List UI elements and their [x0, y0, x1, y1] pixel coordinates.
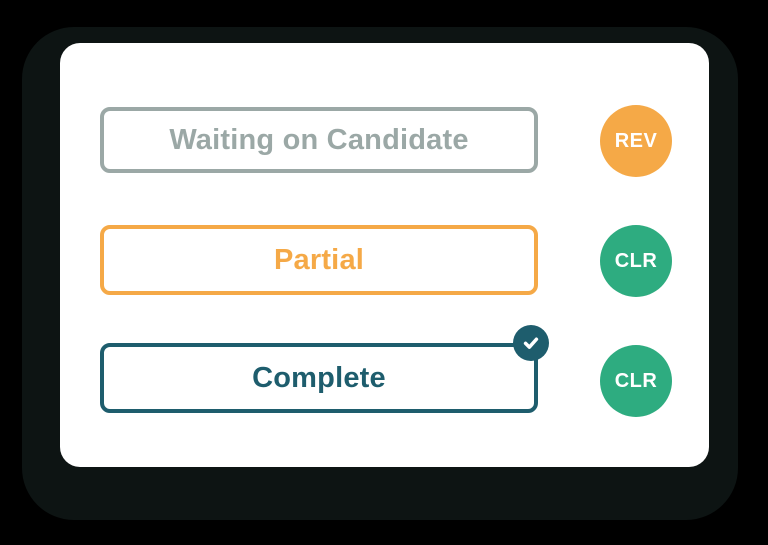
- status-card: Waiting on Candidate REV Partial CLR Com…: [60, 43, 709, 467]
- check-badge: [513, 325, 549, 361]
- status-badge-clr: CLR: [600, 345, 672, 417]
- status-badge-label: REV: [614, 129, 658, 152]
- status-button-label: Partial: [273, 243, 365, 276]
- status-badge-label: CLR: [614, 369, 658, 392]
- status-badge-clr: CLR: [600, 225, 672, 297]
- status-button-waiting-on-candidate[interactable]: Waiting on Candidate: [100, 107, 538, 173]
- status-button-complete[interactable]: Complete: [100, 325, 549, 413]
- status-button-label: Complete: [252, 361, 386, 394]
- checkmark-icon: [523, 337, 539, 349]
- status-badge-label: CLR: [614, 249, 658, 272]
- status-button-partial[interactable]: Partial: [100, 225, 538, 295]
- status-badge-rev: REV: [600, 105, 672, 177]
- status-button-label: Waiting on Candidate: [169, 123, 469, 156]
